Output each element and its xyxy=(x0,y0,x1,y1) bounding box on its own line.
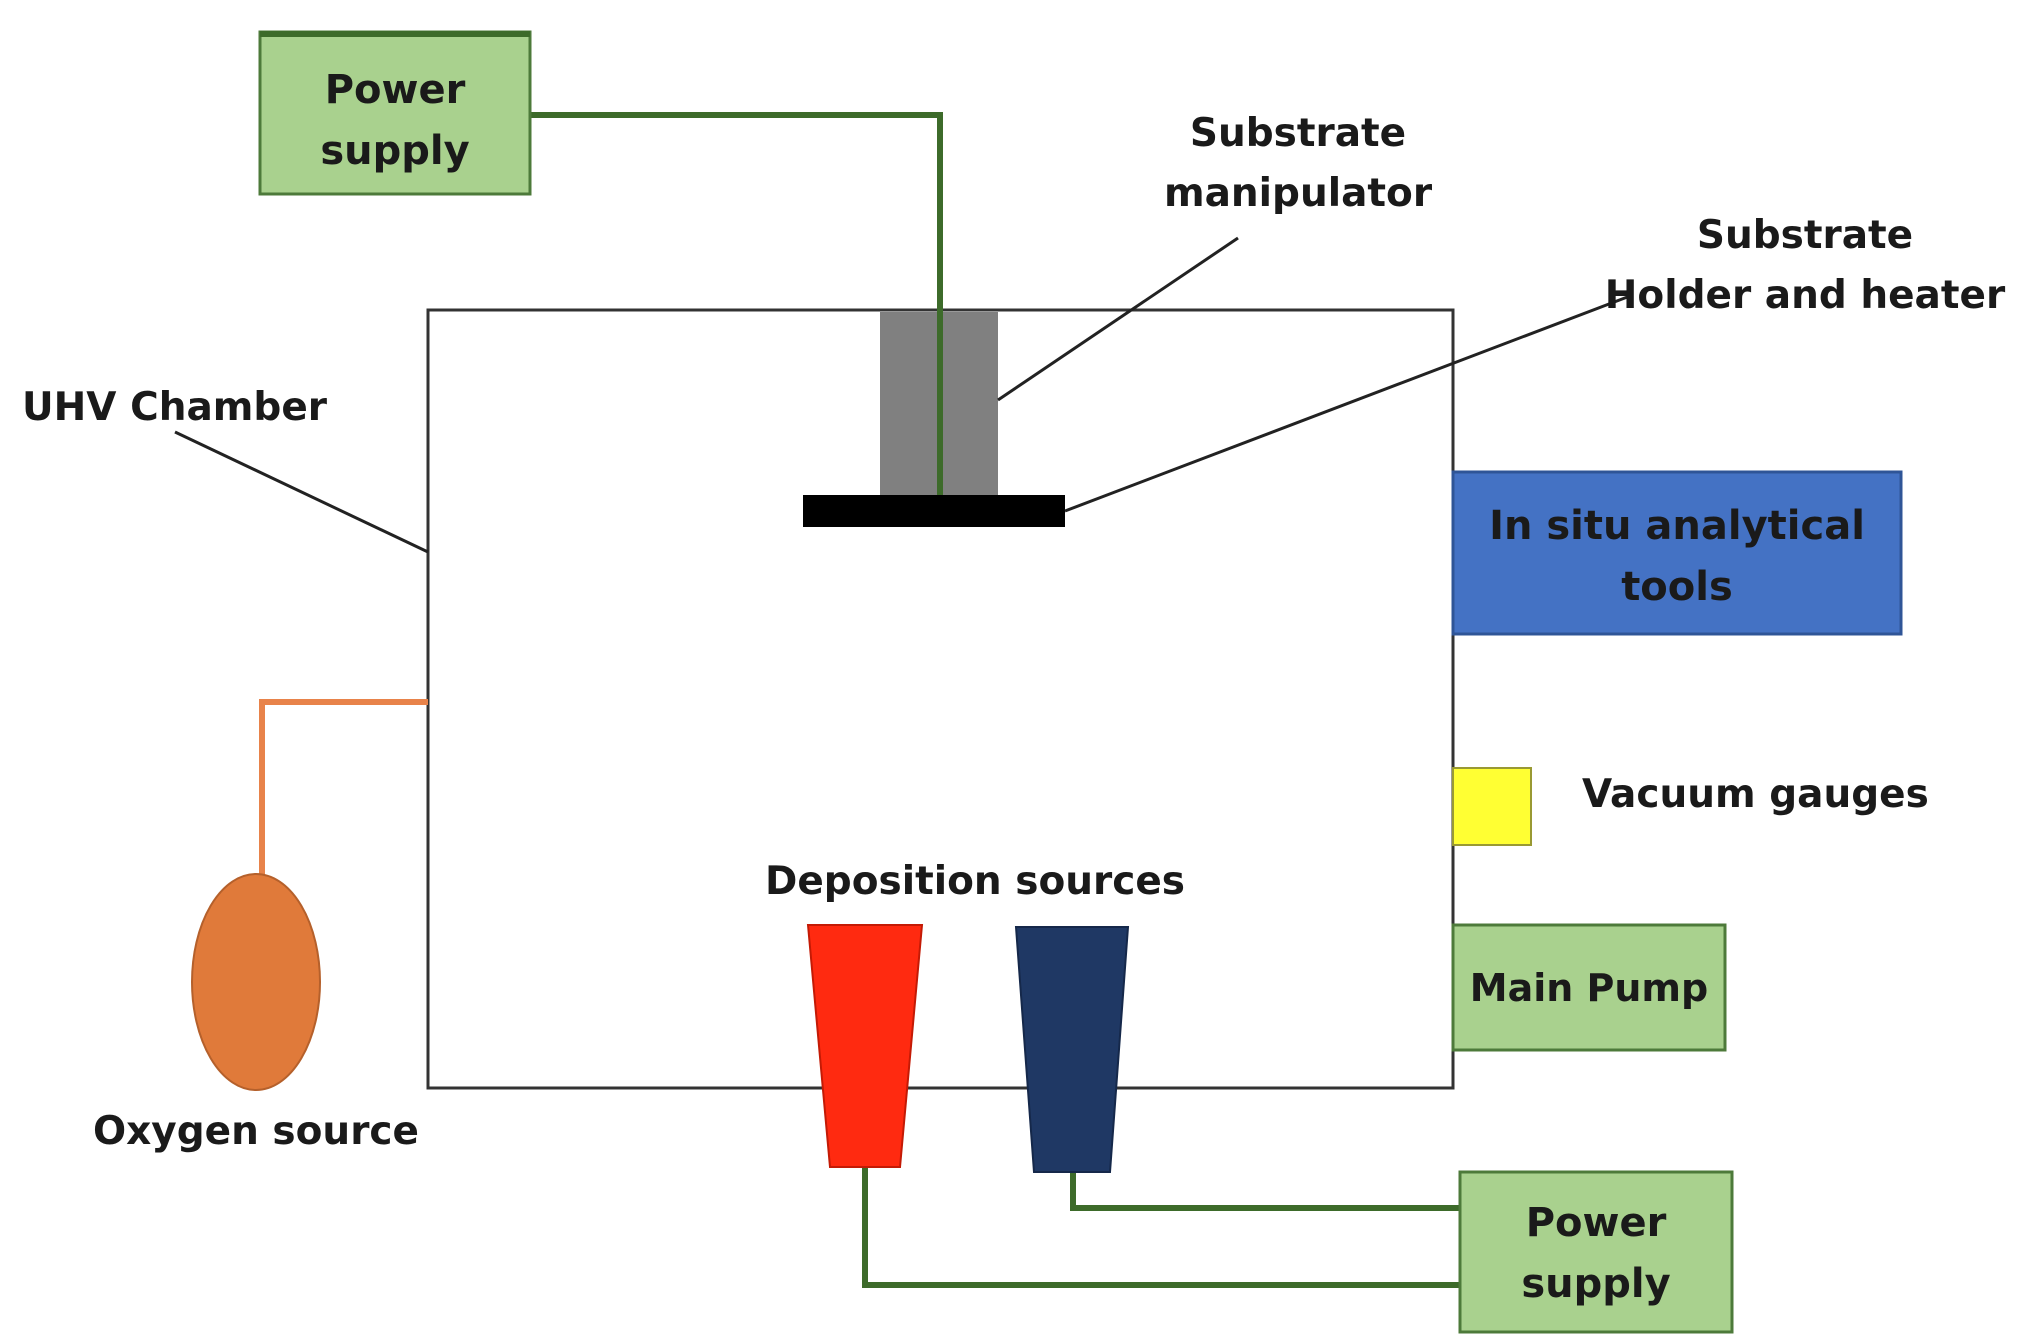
label-substrate-holder-line2: Holder and heater xyxy=(1605,273,2006,318)
main-pump: Main Pump xyxy=(1451,923,1727,1052)
label-substrate-manipulator-line1: Substrate xyxy=(1190,111,1406,156)
leader-uhv-chamber xyxy=(174,430,429,554)
power-supply-top-line2: supply xyxy=(320,128,469,174)
label-deposition-sources: Deposition sources xyxy=(765,859,1185,904)
leader-substrate-holder xyxy=(1064,294,1631,513)
substrate-holder-heater xyxy=(803,495,1065,527)
deposition-source-navy xyxy=(1014,926,1130,1173)
label-oxygen-source: Oxygen source xyxy=(93,1109,419,1154)
vacuum-gauge xyxy=(1452,767,1532,846)
main-pump-label: Main Pump xyxy=(1470,966,1708,1010)
leader-substrate-manipulator xyxy=(997,236,1239,402)
label-substrate-holder-line1: Substrate xyxy=(1697,213,1913,258)
power-supply-bottom-line2: supply xyxy=(1521,1261,1670,1307)
label-vacuum-gauges: Vacuum gauges xyxy=(1582,772,1929,817)
bottom-wire-navy xyxy=(1070,1172,1460,1211)
in-situ-tools-line1: In situ analytical xyxy=(1489,503,1865,549)
oxygen-line xyxy=(259,699,428,878)
substrate-manipulator xyxy=(880,312,998,495)
in-situ-tools-line2: tools xyxy=(1621,564,1733,610)
power-supply-bottom-line1: Power xyxy=(1526,1200,1667,1246)
top-power-wire xyxy=(530,112,943,495)
power-supply-top: Power supply xyxy=(258,30,532,196)
label-substrate-manipulator-line2: manipulator xyxy=(1164,171,1433,216)
bottom-wire-red xyxy=(862,1167,1460,1288)
in-situ-analytical-tools: In situ analytical tools xyxy=(1451,470,1903,636)
power-supply-bottom: Power supply xyxy=(1458,1170,1734,1334)
power-supply-top-line1: Power xyxy=(325,67,466,113)
label-uhv-chamber: UHV Chamber xyxy=(22,385,328,430)
deposition-source-red xyxy=(806,924,924,1168)
oxygen-source xyxy=(191,873,321,1091)
